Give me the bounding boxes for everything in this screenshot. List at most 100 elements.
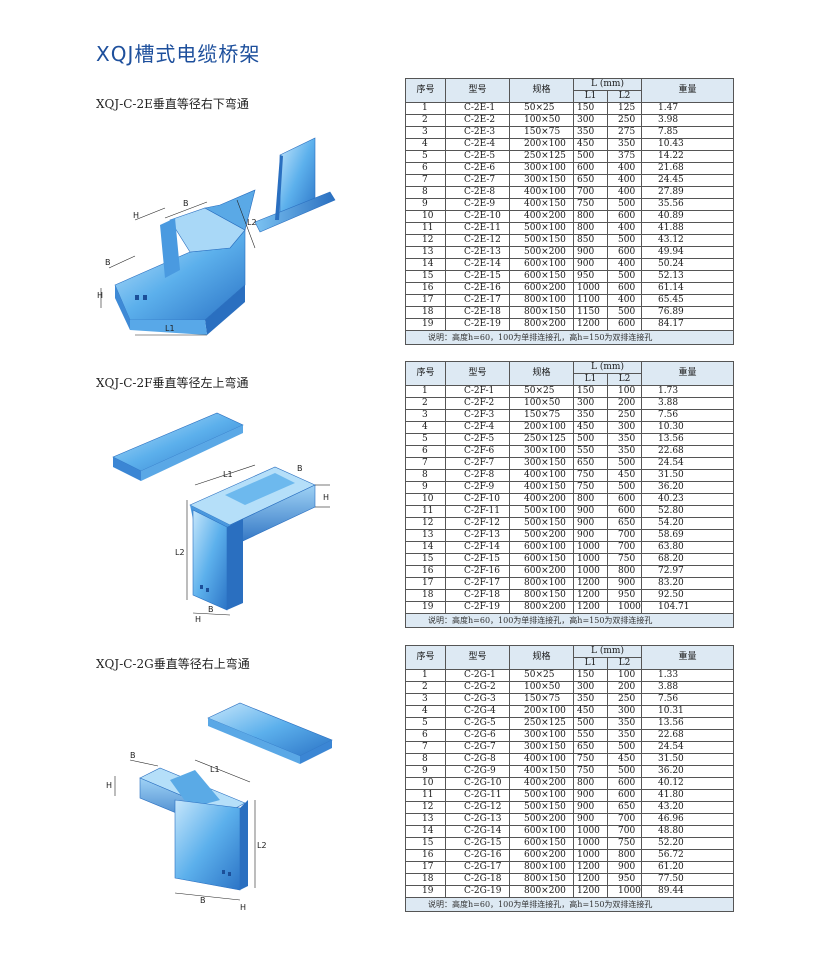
- cell-l1: 800: [573, 777, 608, 790]
- cell-model: C-2G-16: [445, 849, 510, 862]
- cell-spec: 250×125: [509, 717, 574, 730]
- cell-l1: 650: [573, 741, 608, 754]
- cell-spec: 400×100: [509, 753, 574, 766]
- cell-model: C-2E-1: [445, 102, 510, 115]
- cell-model: C-2F-8: [445, 469, 510, 482]
- cell-spec: 500×150: [509, 234, 574, 247]
- cell-weight: 21.68: [641, 162, 734, 175]
- col-header-no: 序号: [405, 361, 446, 386]
- cell-weight: 3.88: [641, 397, 734, 410]
- cell-no: 9: [405, 481, 446, 494]
- dim-label-b: B: [208, 605, 214, 614]
- cell-model: C-2F-7: [445, 457, 510, 470]
- cell-no: 1: [405, 102, 446, 115]
- cell-model: C-2E-13: [445, 246, 510, 259]
- cell-model: C-2F-6: [445, 445, 510, 458]
- cell-no: 9: [405, 765, 446, 778]
- cell-weight: 84.17: [641, 318, 734, 331]
- cell-model: C-2G-18: [445, 873, 510, 886]
- cell-weight: 40.12: [641, 777, 734, 790]
- cell-l1: 150: [573, 669, 608, 682]
- cell-spec: 600×100: [509, 258, 574, 271]
- cell-model: C-2F-15: [445, 553, 510, 566]
- cell-weight: 50.24: [641, 258, 734, 271]
- cell-l2: 500: [607, 198, 642, 211]
- col-header-l1: L1: [573, 373, 608, 386]
- cell-weight: 61.20: [641, 861, 734, 874]
- cell-no: 18: [405, 306, 446, 319]
- cell-no: 14: [405, 541, 446, 554]
- cell-no: 18: [405, 589, 446, 602]
- cell-spec: 300×100: [509, 729, 574, 742]
- col-header-length: L (mm): [573, 645, 642, 658]
- cell-l2: 600: [607, 246, 642, 259]
- cell-l2: 100: [607, 669, 642, 682]
- cell-spec: 250×125: [509, 433, 574, 446]
- cell-l1: 1200: [573, 861, 608, 874]
- col-header-no: 序号: [405, 78, 446, 103]
- cell-l2: 400: [607, 294, 642, 307]
- section-title-2e: XQJ-C-2E垂直等径右下弯通: [96, 97, 249, 111]
- cell-weight: 65.45: [641, 294, 734, 307]
- cell-spec: 800×150: [509, 306, 574, 319]
- cell-no: 10: [405, 777, 446, 790]
- cell-spec: 500×150: [509, 517, 574, 530]
- cell-weight: 3.88: [641, 681, 734, 694]
- cell-model: C-2E-2: [445, 114, 510, 127]
- dim-label-l2: L2: [247, 218, 257, 227]
- cell-l2: 700: [607, 529, 642, 542]
- cell-no: 1: [405, 669, 446, 682]
- cell-l1: 650: [573, 174, 608, 187]
- cell-no: 2: [405, 397, 446, 410]
- cell-no: 8: [405, 469, 446, 482]
- cell-spec: 400×200: [509, 210, 574, 223]
- cell-model: C-2E-6: [445, 162, 510, 175]
- col-header-length: L (mm): [573, 78, 642, 91]
- cell-no: 7: [405, 741, 446, 754]
- cell-weight: 56.72: [641, 849, 734, 862]
- cell-l2: 100: [607, 385, 642, 398]
- dim-label-b: B: [183, 199, 189, 208]
- cell-l1: 750: [573, 481, 608, 494]
- cell-weight: 13.56: [641, 433, 734, 446]
- cell-spec: 50×25: [509, 385, 574, 398]
- cell-model: C-2E-16: [445, 282, 510, 295]
- col-header-weight: 重量: [641, 78, 734, 103]
- cell-l1: 750: [573, 469, 608, 482]
- cell-l1: 900: [573, 517, 608, 530]
- cell-weight: 68.20: [641, 553, 734, 566]
- cell-weight: 58.69: [641, 529, 734, 542]
- cell-no: 1: [405, 385, 446, 398]
- cell-no: 18: [405, 873, 446, 886]
- cell-weight: 1.47: [641, 102, 734, 115]
- cell-l1: 150: [573, 102, 608, 115]
- cell-l2: 125: [607, 102, 642, 115]
- cell-weight: 52.80: [641, 505, 734, 518]
- dim-label-h: H: [240, 903, 246, 912]
- cell-weight: 41.80: [641, 789, 734, 802]
- cell-model: C-2G-11: [445, 789, 510, 802]
- cell-spec: 400×100: [509, 186, 574, 199]
- dim-label-h2: H: [323, 493, 329, 502]
- cell-model: C-2E-4: [445, 138, 510, 151]
- cell-spec: 100×50: [509, 397, 574, 410]
- cell-l1: 350: [573, 126, 608, 139]
- cell-spec: 400×200: [509, 493, 574, 506]
- cell-l1: 900: [573, 801, 608, 814]
- cell-spec: 300×100: [509, 445, 574, 458]
- cell-model: C-2G-7: [445, 741, 510, 754]
